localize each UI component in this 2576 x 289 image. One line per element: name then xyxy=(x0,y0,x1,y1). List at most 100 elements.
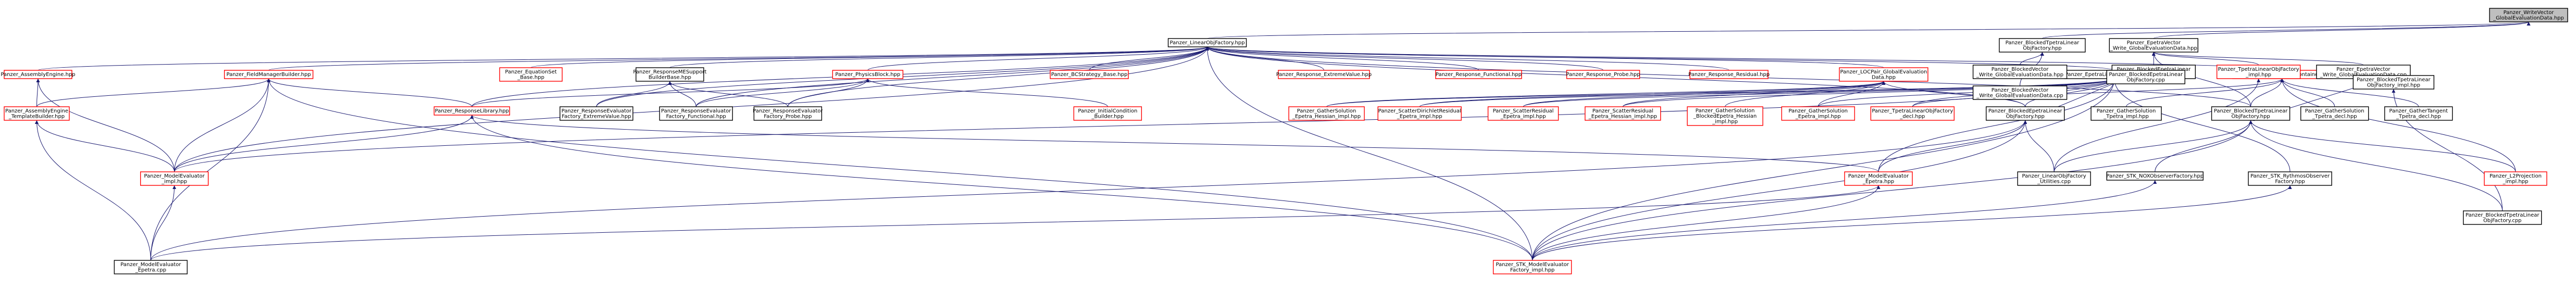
file-node-n11[interactable]: Panzer_Response_Functional.hpp xyxy=(1435,70,1522,79)
file-node-label: _Tpetra_decl.hpp xyxy=(2396,114,2441,119)
file-node-n36[interactable]: Panzer_GatherSolution_Tpetra_impl.hpp xyxy=(2090,106,2162,121)
file-node-n39[interactable]: Panzer_GatherTangent_Tpetra_decl.hpp xyxy=(2384,106,2453,121)
file-node-box xyxy=(1288,106,1365,121)
file-node-label: _Builder.hpp xyxy=(1091,114,1124,119)
file-node-n34[interactable]: Panzer_TpetraLinearObjFactory_decl.hpp xyxy=(1870,106,1955,121)
file-node-box xyxy=(140,171,209,186)
include-edge xyxy=(36,78,175,172)
file-node-n17[interactable]: Panzer_BlockedVector_Write_GlobalEvaluat… xyxy=(1972,65,2068,79)
file-node-box xyxy=(2300,106,2369,121)
include-edge xyxy=(1523,78,2116,107)
include-edge xyxy=(787,78,870,107)
include-edge xyxy=(471,78,870,107)
file-node-n49[interactable]: Panzer_ModelEvaluator_Epetra.cpp xyxy=(114,260,188,274)
include-edge xyxy=(150,185,1881,261)
include-edge xyxy=(1878,120,2027,172)
include-edge xyxy=(2280,78,2516,172)
file-node-label: Panzer_Response_ExtremeValue.hpp xyxy=(1276,72,1372,78)
file-node-n43[interactable]: Panzer_ModelEvaluator_Epetra.hpp xyxy=(1844,171,1913,186)
file-node-n22[interactable]: Panzer_AssemblyEngine_TemplateBuilder.hp… xyxy=(4,106,70,121)
file-node-box xyxy=(1972,65,2068,79)
file-node-label: _Write_GlobalEvaluationData.cpp xyxy=(1976,93,2063,98)
file-node-n3[interactable]: Panzer_EpetraVector_Write_GlobalEvaluati… xyxy=(2109,38,2198,53)
file-node-label: _Base.hpp xyxy=(517,74,544,80)
include-edge xyxy=(35,120,175,172)
file-node-label: Panzer_LinearObjFactory xyxy=(2022,173,2086,179)
file-node-n30[interactable]: Panzer_ScatterResidual_Epetra_impl.hpp xyxy=(1487,106,1559,121)
file-node-label: ObjFactory.hpp xyxy=(2231,114,2270,119)
file-node-box xyxy=(2211,106,2291,121)
file-node-n25[interactable]: Panzer_ResponseEvaluatorFactory_Function… xyxy=(659,106,733,121)
file-node-n20[interactable]: Panzer_TpetraLinearObjFactory_impl.hpp xyxy=(2216,65,2301,79)
file-node-n8[interactable]: Panzer_PhysicsBlock.hpp xyxy=(832,70,904,79)
file-node-n47[interactable]: Panzer_L2Projection_impl.hpp xyxy=(2484,171,2547,186)
file-node-n45[interactable]: Panzer_STK_NOXObserverFactory.hpp xyxy=(2106,171,2204,181)
file-node-n14[interactable]: Panzer_LOCPair_GlobalEvaluationData.hpp xyxy=(1839,67,1928,82)
include-edge xyxy=(36,78,40,107)
include-edge xyxy=(2153,21,2531,39)
include-edge xyxy=(1532,78,2117,261)
file-node-n13[interactable]: Panzer_Response_Residual.hpp xyxy=(1688,70,1770,79)
file-node-n44[interactable]: Panzer_LinearObjFactory_Utilities.cpp xyxy=(2017,171,2091,186)
file-node-label: Panzer_ResponseMESupport xyxy=(633,69,706,75)
file-node-n26[interactable]: Panzer_ResponseEvaluatorFactory_Probe.hp… xyxy=(753,106,823,121)
file-node-box xyxy=(2484,171,2547,186)
file-node-n50[interactable]: Panzer_STK_ModelEvaluatorFactory_impl.hp… xyxy=(1492,260,1572,274)
include-edge xyxy=(1205,46,1729,71)
include-edge xyxy=(150,78,271,261)
file-node-label: _Epetra_Hessian_impl.hpp xyxy=(1292,114,1361,119)
file-node-n23[interactable]: Panzer_ResponseLibrary.hpp xyxy=(433,106,511,116)
include-edge xyxy=(2020,52,2044,66)
file-node-n32[interactable]: Panzer_GatherSolution_BlockedEpetra_Hess… xyxy=(1687,106,1763,126)
file-node-n1[interactable]: Panzer_LinearObjFactory.hpp xyxy=(1167,38,1247,47)
file-node-label: Panzer_BlockedTpetraLinear xyxy=(2357,77,2431,83)
file-node-box xyxy=(636,67,704,82)
file-node-label: Panzer_Response_Residual.hpp xyxy=(1688,72,1770,78)
file-node-n28[interactable]: Panzer_GatherSolution_Epetra_Hessian_imp… xyxy=(1288,106,1365,121)
file-node-n27[interactable]: Panzer_InitialCondition_Builder.hpp xyxy=(1073,106,1142,121)
file-node-n24[interactable]: Panzer_ResponseEvaluatorFactory_ExtremeV… xyxy=(559,106,633,121)
file-node-label: Panzer_ScatterResidual xyxy=(1493,108,1554,114)
file-node-label: ObjFactory.hpp xyxy=(2006,114,2045,119)
file-node-label: Panzer_TpetraLinearObjFactory xyxy=(2218,67,2299,72)
file-node-n18[interactable]: Panzer_BlockedVector_Write_GlobalEvaluat… xyxy=(1972,85,2068,100)
file-node-n31[interactable]: Panzer_ScatterResidual_Epetra_Hessian_im… xyxy=(1585,106,1661,121)
file-node-n12[interactable]: Panzer_Response_Probe.hpp xyxy=(1566,70,1640,79)
file-node-n10[interactable]: Panzer_Response_ExtremeValue.hpp xyxy=(1276,70,1372,79)
file-node-box xyxy=(433,106,511,116)
file-node-label: Panzer_STK_ModelEvaluator xyxy=(1496,262,1569,268)
file-node-n41[interactable]: Panzer_BlockedTpetraLinearObjFactory_imp… xyxy=(2353,75,2435,90)
file-node-label: Panzer_GatherSolution xyxy=(1297,108,1357,114)
file-node-box xyxy=(2090,106,2162,121)
file-node-label: _impl.hpp xyxy=(1712,119,1738,125)
file-node-box xyxy=(114,260,188,274)
file-node-box xyxy=(2248,171,2332,186)
file-node-label: Factory_ExtremeValue.hpp xyxy=(562,114,631,119)
include-edge xyxy=(470,115,1533,261)
file-node-n0[interactable]: Panzer_WriteVector_GlobalEvaluationData.… xyxy=(2489,8,2568,22)
file-node-n5[interactable]: Panzer_FieldManagerBuilder.hpp xyxy=(224,70,314,79)
file-node-n33[interactable]: Panzer_GatherSolution_Epetra_impl.hpp xyxy=(1781,106,1855,121)
file-node-n6[interactable]: Panzer_EquationSet_Base.hpp xyxy=(499,67,563,82)
file-node-n9[interactable]: Panzer_BCStrategy_Base.hpp xyxy=(1050,70,1129,79)
file-node-n38[interactable]: Panzer_GatherSolution_Tpetra_decl.hpp xyxy=(2300,106,2369,121)
include-edge xyxy=(2151,52,2251,107)
file-node-label: Panzer_InitialCondition xyxy=(1078,108,1137,114)
include-edge xyxy=(174,115,474,172)
file-node-label: Panzer_GatherSolution xyxy=(1696,108,1755,114)
file-node-n29[interactable]: Panzer_ScatterDirichletResidual_Epetra_i… xyxy=(1377,106,1462,121)
file-node-label: Panzer_GatherSolution xyxy=(2097,108,2156,114)
file-node-n42[interactable]: Panzer_ModelEvaluator_impl.hpp xyxy=(140,171,209,186)
file-node-label: ObjFactory_impl.hpp xyxy=(2367,82,2420,88)
include-edge xyxy=(2054,78,2261,172)
file-node-n4[interactable]: Panzer_AssemblyEngine.hpp xyxy=(1,70,76,79)
file-node-box xyxy=(1999,38,2086,53)
include-edge xyxy=(1622,81,1886,107)
